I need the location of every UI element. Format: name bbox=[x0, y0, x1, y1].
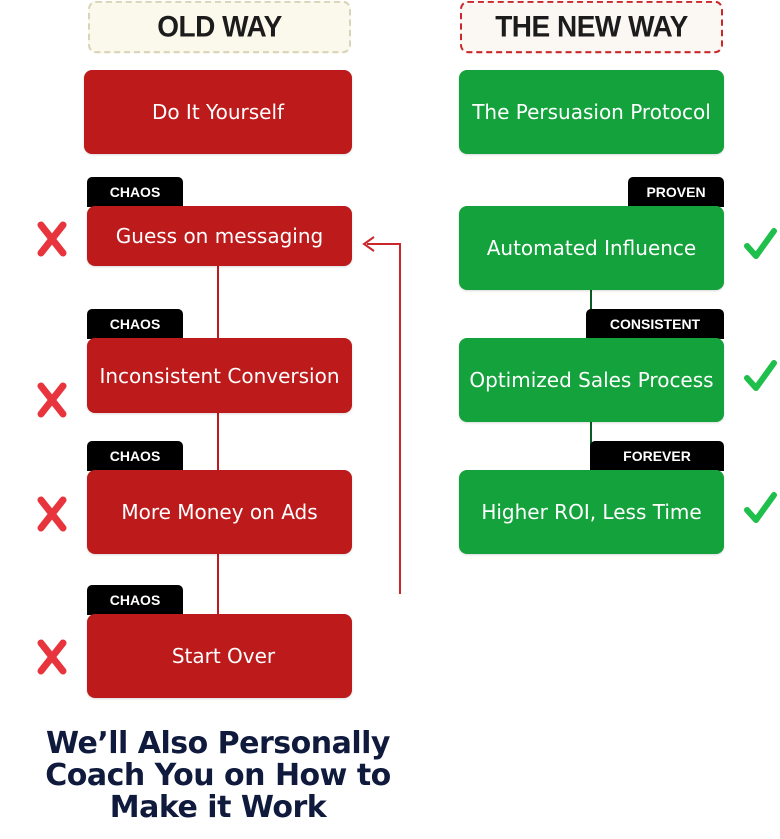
coaching-footer-text: We’ll Also Personally Coach You on How t… bbox=[40, 728, 396, 824]
footer-line: We’ll Also Personally bbox=[45, 726, 391, 761]
chaos-tag: CHAOS bbox=[87, 585, 183, 615]
new-step-automated-influence: Automated Influence bbox=[459, 206, 724, 290]
new-step-higher-roi: Higher ROI, Less Time bbox=[459, 470, 724, 554]
old-step-inconsistent-conversion: Inconsistent Conversion bbox=[87, 338, 352, 413]
chaos-tag: CHAOS bbox=[87, 441, 183, 471]
proven-tag: PROVEN bbox=[628, 177, 724, 207]
old-step-more-money-ads: More Money on Ads bbox=[87, 470, 352, 554]
loop-arrow-icon bbox=[362, 236, 401, 594]
footer-line: Make it Work bbox=[109, 790, 327, 825]
new-way-start-box: The Persuasion Protocol bbox=[459, 70, 724, 154]
x-mark-icon bbox=[37, 496, 67, 532]
new-step-optimized-sales: Optimized Sales Process bbox=[459, 338, 724, 422]
check-mark-icon bbox=[744, 492, 777, 523]
old-step-start-over: Start Over bbox=[87, 614, 352, 698]
x-mark-icon bbox=[37, 382, 67, 418]
check-mark-icon bbox=[744, 228, 777, 259]
old-way-header: OLD WAY bbox=[88, 0, 351, 54]
chaos-tag: CHAOS bbox=[87, 177, 183, 207]
chaos-tag: CHAOS bbox=[87, 309, 183, 339]
old-step-guess-messaging: Guess on messaging bbox=[87, 206, 352, 266]
consistent-tag: CONSISTENT bbox=[586, 309, 724, 339]
new-way-header: THE NEW WAY bbox=[460, 0, 723, 54]
forever-tag: FOREVER bbox=[590, 441, 724, 471]
old-way-start-box: Do It Yourself bbox=[84, 70, 352, 154]
x-mark-icon bbox=[37, 639, 67, 675]
footer-line: Coach You on How to bbox=[45, 758, 391, 793]
check-mark-icon bbox=[744, 360, 777, 391]
x-mark-icon bbox=[37, 221, 67, 257]
